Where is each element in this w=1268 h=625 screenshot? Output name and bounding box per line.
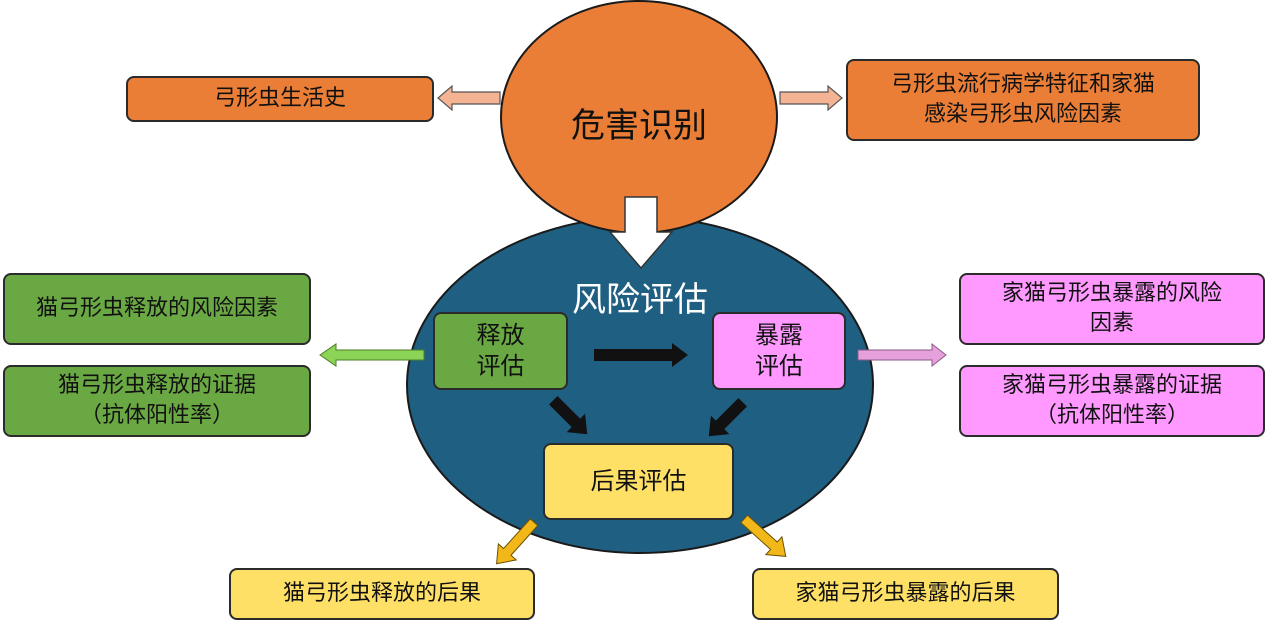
hazard-identification-title: 危害识别 xyxy=(571,106,707,146)
hazard-right-arrow xyxy=(779,84,843,112)
release-evidence-box: 猫弓形虫释放的证据 （抗体阳性率） xyxy=(3,365,311,437)
release-to-exposure-arrow xyxy=(594,343,688,367)
exposure-side-arrow xyxy=(857,342,947,368)
exposure-risk-factors-box: 家猫弓形虫暴露的风险 因素 xyxy=(959,273,1265,345)
exposure-to-consequence-arrow xyxy=(708,398,747,437)
consequence-right-arrow xyxy=(740,514,787,557)
risk-assessment-title: 风险评估 xyxy=(572,280,708,320)
consequence-left-arrow xyxy=(496,518,539,565)
release-side-arrow xyxy=(319,343,425,367)
release-consequence-box: 猫弓形虫释放的后果 xyxy=(229,568,535,620)
release-assessment-box: 释放 评估 xyxy=(433,312,568,390)
hazard-left-arrow xyxy=(437,84,501,112)
hazard-to-risk-arrow xyxy=(608,196,674,270)
epidemiology-box: 弓形虫流行病学特征和家猫 感染弓形虫风险因素 xyxy=(846,59,1200,141)
lifecycle-box: 弓形虫生活史 xyxy=(126,76,434,122)
exposure-assessment-box: 暴露 评估 xyxy=(712,312,846,390)
exposure-evidence-box: 家猫弓形虫暴露的证据 （抗体阳性率） xyxy=(959,365,1265,437)
consequence-assessment-box: 后果评估 xyxy=(543,443,734,520)
release-to-consequence-arrow xyxy=(549,396,588,435)
release-risk-factors-box: 猫弓形虫释放的风险因素 xyxy=(3,273,311,345)
exposure-consequence-box: 家猫弓形虫暴露的后果 xyxy=(752,568,1059,620)
